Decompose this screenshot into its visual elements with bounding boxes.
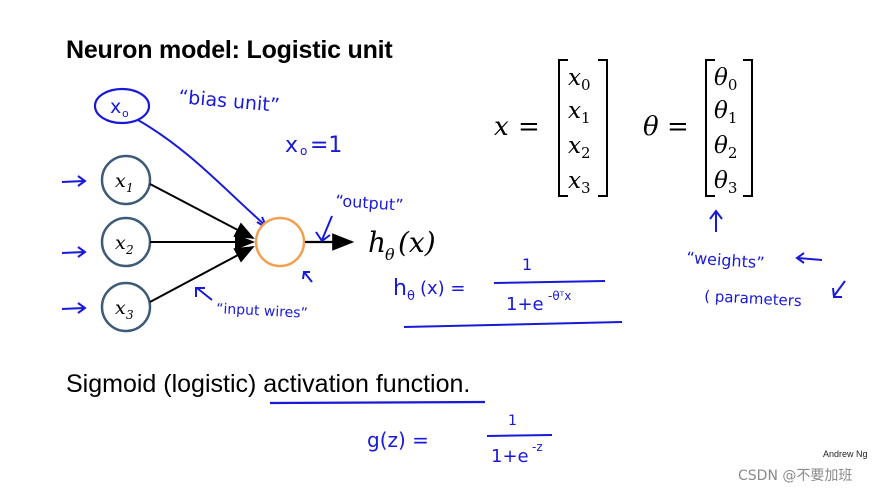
caption-underlined-text: activation function bbox=[263, 370, 464, 398]
x0-equals-one-note: x o =1 bbox=[285, 133, 342, 158]
theta-vector-left-bracket bbox=[705, 59, 715, 197]
parameters-note: ( parameters bbox=[704, 287, 803, 310]
input-node-sub: 2 bbox=[125, 243, 134, 257]
output-label: h θ (x) bbox=[368, 226, 436, 264]
theta-vector-symbol: θ bbox=[643, 112, 659, 142]
x-vector-right-bracket bbox=[598, 59, 608, 197]
input-node-var: x bbox=[115, 297, 126, 319]
x-vector-left-bracket bbox=[558, 59, 568, 197]
hypothesis-fraction-bar bbox=[493, 280, 606, 284]
bias-node-sub: o bbox=[122, 107, 129, 120]
input-node-circle bbox=[100, 281, 152, 333]
output-label-sub: θ bbox=[385, 245, 395, 264]
input-wire-1 bbox=[149, 183, 255, 239]
input-wires-note: “input wires” bbox=[216, 301, 308, 322]
hypothesis-lhs-sub: θ bbox=[407, 289, 415, 304]
hypothesis-exponent: -θᵀx bbox=[548, 289, 571, 303]
sigmoid-denominator: 1+e bbox=[491, 446, 529, 467]
sigmoid-lhs: g(z) = bbox=[367, 428, 429, 452]
theta-vector-item: θ0 bbox=[714, 65, 737, 94]
x-vector-equals: = bbox=[518, 112, 540, 142]
input-node-var: x bbox=[115, 232, 126, 254]
weights-pointer-icon bbox=[795, 252, 823, 264]
caption-underline bbox=[269, 400, 486, 405]
x-vector-item: x1 bbox=[568, 98, 591, 127]
input-arrow-icon bbox=[61, 175, 87, 187]
sigmoid-formula: g(z) = 1 1+e -z bbox=[367, 413, 553, 467]
x-vector-symbol: x bbox=[494, 112, 509, 142]
caption-prefix: Sigmoid (logistic) bbox=[66, 370, 264, 398]
theta-vector-item: θ3 bbox=[714, 168, 737, 197]
output-label-arg: (x) bbox=[398, 226, 436, 259]
input-arrows bbox=[61, 175, 87, 314]
x-vector-item: x0 bbox=[568, 65, 591, 94]
sigmoid-numerator: 1 bbox=[508, 413, 517, 429]
input-node-circle bbox=[100, 154, 152, 206]
hypothesis-numerator: 1 bbox=[522, 255, 532, 274]
sigmoid-caption: Sigmoid (logistic) activation function. bbox=[66, 370, 470, 399]
bias-node-circle bbox=[93, 87, 151, 125]
bias-node: x o bbox=[93, 87, 151, 125]
weights-note: “weights” bbox=[686, 248, 765, 272]
caption-suffix: . bbox=[463, 370, 471, 398]
input-node-sub: 3 bbox=[126, 308, 134, 322]
theta-vector-equals: = bbox=[667, 112, 689, 142]
theta-vector: θ = θ0 θ1 θ2 θ3 bbox=[643, 59, 753, 197]
theta-vector-right-bracket bbox=[743, 59, 753, 197]
theta-vector-item: θ1 bbox=[714, 98, 737, 127]
hypothesis-lhs-main: h bbox=[393, 276, 407, 301]
x-vector-item: x2 bbox=[568, 133, 591, 162]
theta-vector-item: θ2 bbox=[714, 133, 737, 162]
x0-note-var: x bbox=[285, 133, 298, 158]
output-label-main: h bbox=[368, 226, 386, 259]
input-node-1: x 1 bbox=[100, 154, 152, 206]
output-note: “output” bbox=[335, 191, 404, 215]
x-vector: x = x0 x1 x2 x3 bbox=[494, 59, 608, 197]
x0-note-eq: =1 bbox=[310, 133, 342, 158]
input-wires-arrow-icon bbox=[195, 287, 213, 301]
bias-wire bbox=[137, 119, 267, 227]
output-node-arrow-icon bbox=[302, 271, 313, 283]
parameters-pointer-icon bbox=[832, 280, 846, 298]
sigmoid-fraction-bar bbox=[486, 434, 553, 437]
x-vector-item: x3 bbox=[568, 168, 591, 197]
hypothesis-lhs-arg: (x) = bbox=[420, 278, 466, 299]
x0-note-sub: o bbox=[300, 144, 307, 158]
input-arrow-icon bbox=[61, 246, 87, 258]
slide-title: Neuron model: Logistic unit bbox=[66, 36, 393, 64]
hypothesis-formula: h θ (x) = 1 1+e -θᵀx bbox=[393, 255, 606, 315]
input-node-3: x 3 bbox=[100, 281, 152, 333]
weights-arrow-icon bbox=[709, 209, 723, 232]
author-credit: Andrew Ng bbox=[823, 449, 868, 459]
input-wire-3 bbox=[149, 246, 255, 303]
input-node-var: x bbox=[115, 170, 126, 192]
watermark: CSDN @不要加班 bbox=[738, 468, 853, 484]
input-node-sub: 1 bbox=[126, 181, 134, 195]
hypothesis-underline bbox=[403, 321, 623, 328]
bias-unit-note: “bias unit” bbox=[178, 86, 281, 117]
input-node-2: x 2 bbox=[100, 216, 152, 268]
input-arrow-icon bbox=[61, 302, 87, 314]
hypothesis-denominator: 1+e bbox=[506, 294, 544, 315]
bias-node-var: x bbox=[110, 96, 121, 118]
sigmoid-exponent: -z bbox=[532, 440, 543, 454]
output-node bbox=[254, 216, 306, 268]
output-note-arrow-icon bbox=[315, 215, 333, 243]
input-node-circle bbox=[100, 216, 152, 268]
